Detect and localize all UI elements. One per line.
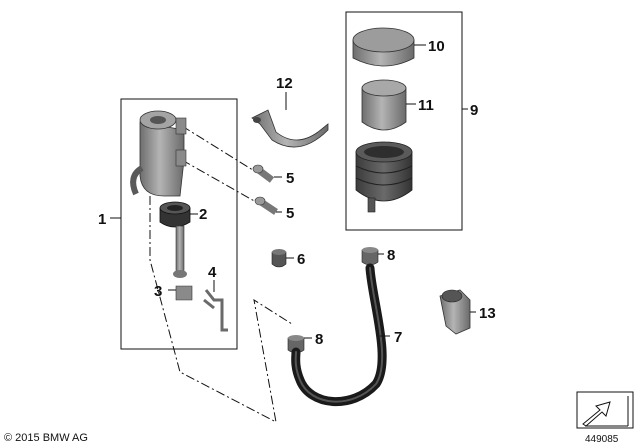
master-cylinder	[130, 110, 187, 197]
bolt-lower	[254, 196, 278, 215]
reservoir-cap	[352, 27, 415, 67]
callout-1: 1	[98, 211, 106, 228]
reservoir-diaphragm	[361, 79, 407, 131]
copyright-text: © 2015 BMW AG	[4, 432, 88, 444]
callout-12: 12	[276, 75, 293, 92]
callout-4: 4	[208, 264, 217, 281]
diagonal-arrow-icon	[576, 391, 634, 429]
callout-2: 2	[199, 206, 207, 223]
assembly-lines	[149, 125, 293, 423]
callout-3: 3	[154, 283, 162, 300]
callout-10: 10	[428, 38, 445, 55]
callout-5-upper: 5	[286, 170, 294, 187]
callout-9: 9	[470, 102, 478, 119]
fluid-reservoir	[355, 141, 413, 213]
retaining-clip	[203, 289, 228, 332]
group-box-master-cylinder	[120, 98, 238, 350]
callout-8-lower: 8	[315, 331, 323, 348]
brake-hose-highlight	[294, 267, 384, 403]
brake-hose	[291, 263, 387, 407]
leader-lines	[110, 44, 476, 339]
group-box-reservoir	[345, 11, 463, 231]
image-number: 449085	[585, 434, 619, 445]
callout-5-lower: 5	[286, 205, 294, 222]
callout-13: 13	[479, 305, 496, 322]
clamp-bracket	[251, 109, 329, 148]
callout-6: 6	[297, 251, 305, 268]
callout-8-upper: 8	[387, 247, 395, 264]
bolt-upper	[252, 164, 275, 183]
callout-7: 7	[394, 329, 402, 346]
cap-small	[271, 249, 287, 268]
callout-11: 11	[418, 97, 434, 114]
push-rod	[173, 225, 193, 301]
hose-clamp-upper	[361, 247, 379, 266]
hose-holder	[439, 289, 471, 335]
piston-seal	[159, 201, 191, 228]
